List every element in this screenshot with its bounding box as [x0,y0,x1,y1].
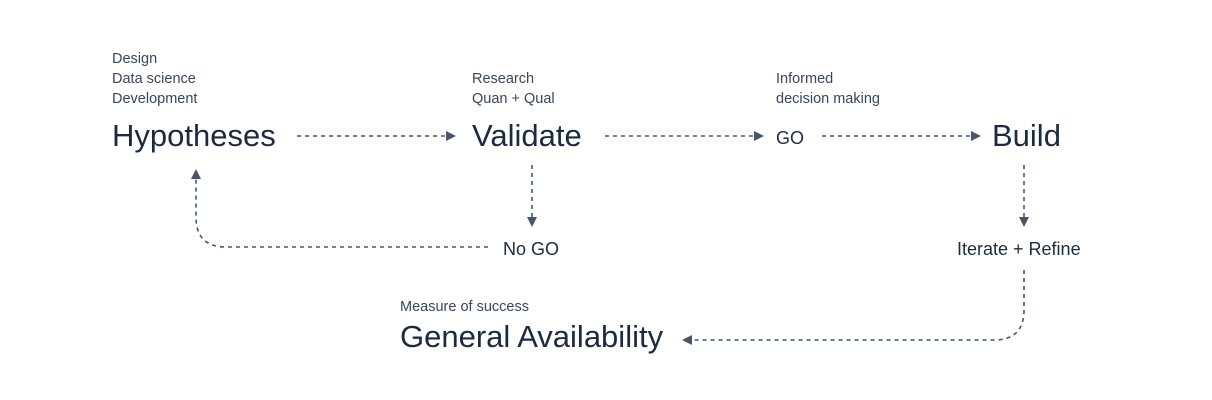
go-captions: Informed decision making [776,69,880,109]
hypotheses-title: Hypotheses [112,118,276,153]
iterate-refine-label: Iterate + Refine [957,239,1081,259]
validate-captions: Research Quan + Qual [472,69,555,109]
validate-title: Validate [472,118,582,153]
caption-development: Development [112,91,198,107]
no-go-label: No GO [503,239,560,259]
arrow-iterate-to-availability [682,270,1025,345]
caption-measure-of-success: Measure of success [400,299,529,315]
caption-data-science: Data science [112,71,196,87]
caption-research: Research [472,71,535,87]
build-title: Build [992,118,1061,153]
caption-quan-qual: Quan + Qual [472,91,555,107]
arrow-no-go-to-hypotheses [191,169,488,248]
caption-informed: Informed [776,71,834,87]
availability-captions: Measure of success [400,297,529,317]
go-label: GO [776,128,805,148]
caption-design: Design [112,51,158,67]
general-availability-title: General Availability [400,319,664,354]
hypotheses-captions: Design Data science Development [112,49,197,109]
caption-decision-making: decision making [776,91,880,107]
